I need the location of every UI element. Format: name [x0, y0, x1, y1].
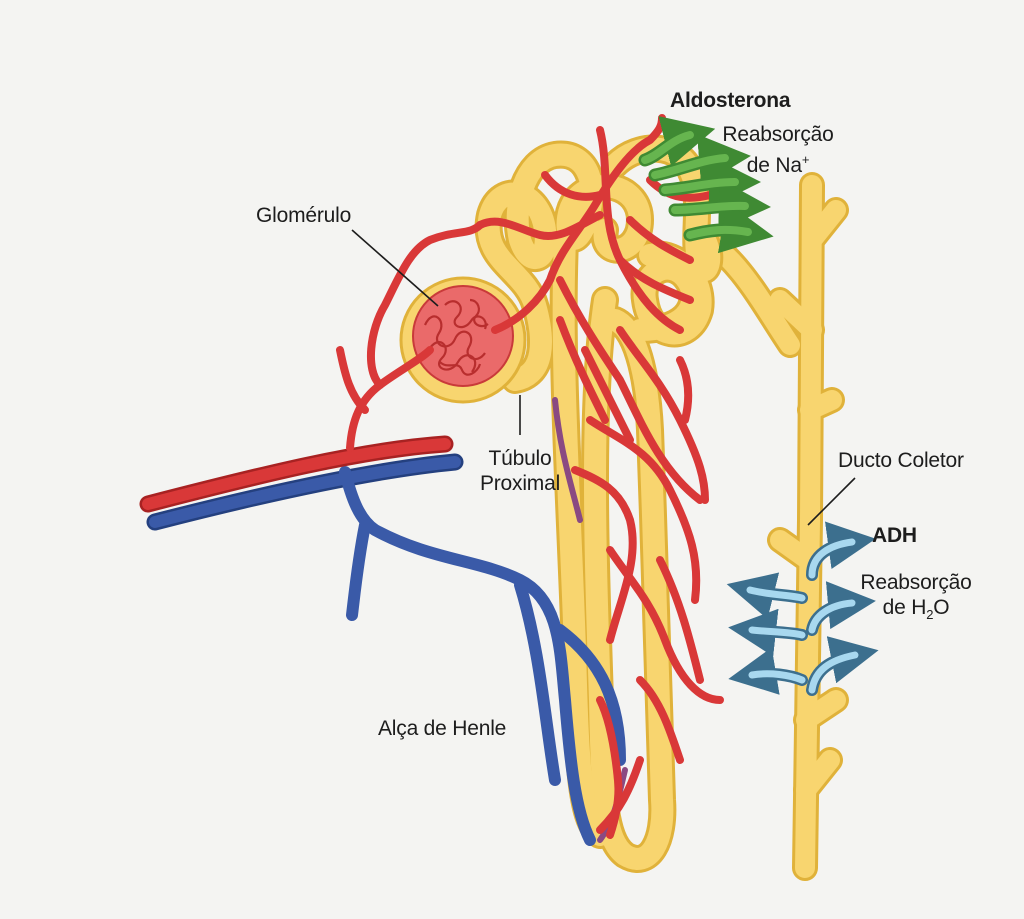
label-h2o-prefix: de H [882, 596, 927, 619]
label-adh: ADH [872, 524, 917, 547]
label-h2o-suffix: O [933, 596, 950, 619]
label-glomerulo: Glomérulo [256, 204, 352, 227]
collecting-duct [687, 172, 849, 881]
label-reabsorcao-na: Reabsorção de Na+ [718, 122, 838, 178]
label-reabsorcao-na-line2: de Na+ [718, 147, 838, 178]
label-reabsorcao-h2o-line1: Reabsorção [860, 571, 972, 594]
leader-glomerulo [351, 229, 439, 307]
label-alca-de-henle: Alça de Henle [378, 717, 507, 740]
label-reabsorcao-na-line1: Reabsorção [722, 123, 834, 146]
leader-ducto [807, 477, 856, 526]
label-ducto-coletor: Ducto Coletor [838, 449, 964, 472]
label-tubulo-line2: Proximal [479, 472, 561, 495]
label-tubulo-line1: Túbulo [488, 447, 552, 470]
label-na-prefix: de Na [746, 154, 802, 177]
label-reabsorcao-h2o-line2: de H2O [848, 595, 984, 627]
leader-lines [351, 229, 856, 526]
glomerulus-capsule [399, 276, 527, 404]
label-tubulo-proximal: Túbulo Proximal [470, 446, 570, 496]
veins [146, 397, 628, 846]
label-h2o-sub: 2 [926, 607, 934, 623]
label-aldosterona: Aldosterona [670, 89, 791, 112]
arteries [139, 114, 724, 839]
label-na-charge: + [801, 152, 810, 167]
label-reabsorcao-h2o: Reabsorção de H2O [848, 570, 984, 627]
sodium-arrows [638, 116, 774, 254]
water-arrows [726, 521, 879, 696]
